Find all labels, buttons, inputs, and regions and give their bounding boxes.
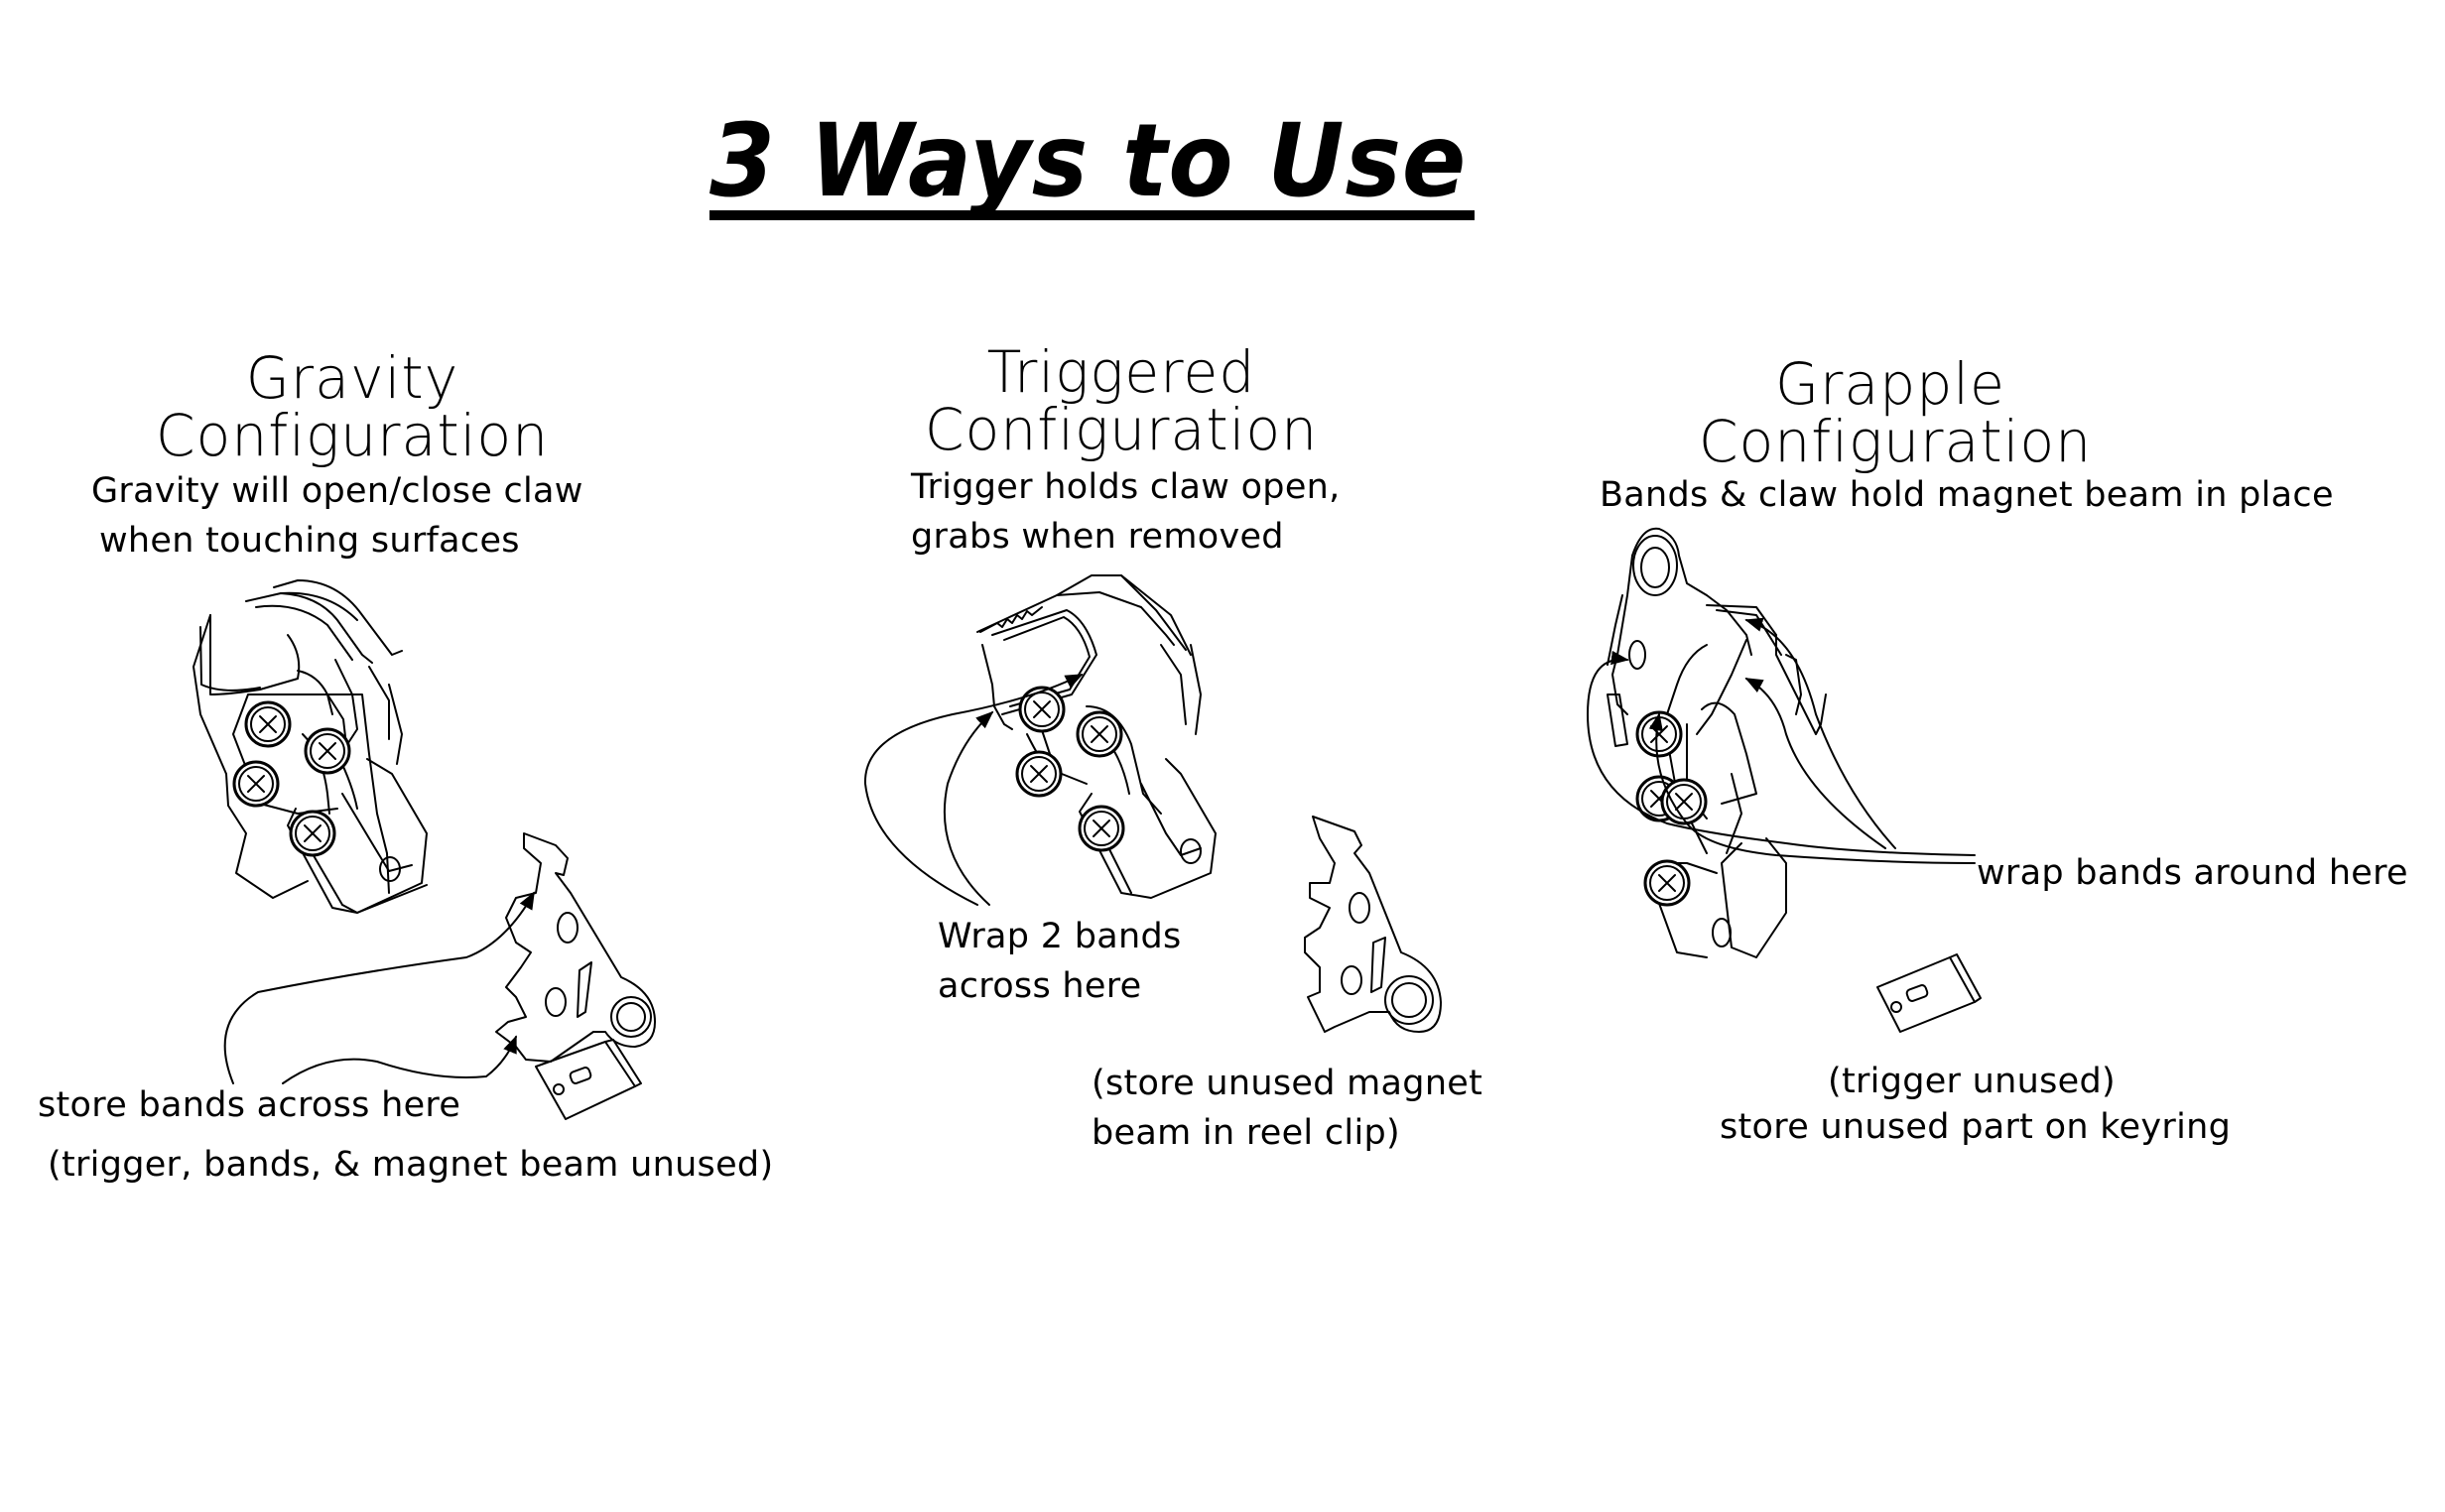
triggered-magnet-beam-drawing [1305,817,1441,1032]
title-underline [709,210,1475,220]
grapple-note-line1: (trigger unused) [1828,1062,2116,1101]
triggered-callout-line2: across here [938,966,1142,1006]
triggered-title-line2: Configuration [924,396,1319,463]
gravity-magnet-beam-drawing [225,833,655,1119]
grapple-claw-drawing [1588,529,1975,957]
gravity-title-line1: Gravity [245,344,459,412]
gravity-callout-store-bands: store bands across here [38,1085,461,1125]
page-title: 3 Ways to Use [709,102,1468,220]
grapple-title-line2: Configuration [1698,408,2093,475]
triggered-callout-line1: Wrap 2 bands [938,917,1182,956]
gravity-description-line1: Gravity will open/close claw [91,471,583,511]
gravity-description-line2: when touching surfaces [99,521,520,561]
grapple-callout-wrap-bands: wrap bands around here [1977,853,2408,893]
grapple-description-line1: Bands & claw hold magnet beam in place [1600,475,2334,515]
grapple-title-line1: Grapple [1774,350,2006,418]
triggered-description-line1: Trigger holds claw open, [911,467,1341,507]
grapple-trigger-drawing [1877,954,1981,1032]
triggered-claw-drawing [865,575,1216,905]
grapple-note-line2: store unused part on keyring [1720,1107,2232,1147]
gravity-claw-drawing [193,580,427,913]
gravity-trigger-drawing [536,1040,641,1119]
gravity-note-unused: (trigger, bands, & magnet beam unused) [48,1145,774,1185]
gravity-title-line2: Configuration [155,402,550,469]
triggered-description-line2: grabs when removed [911,517,1284,557]
triggered-note-line1: (store unused magnet [1092,1064,1483,1103]
triggered-title-line1: Triggered [986,338,1256,406]
triggered-note-line2: beam in reel clip) [1092,1113,1400,1153]
